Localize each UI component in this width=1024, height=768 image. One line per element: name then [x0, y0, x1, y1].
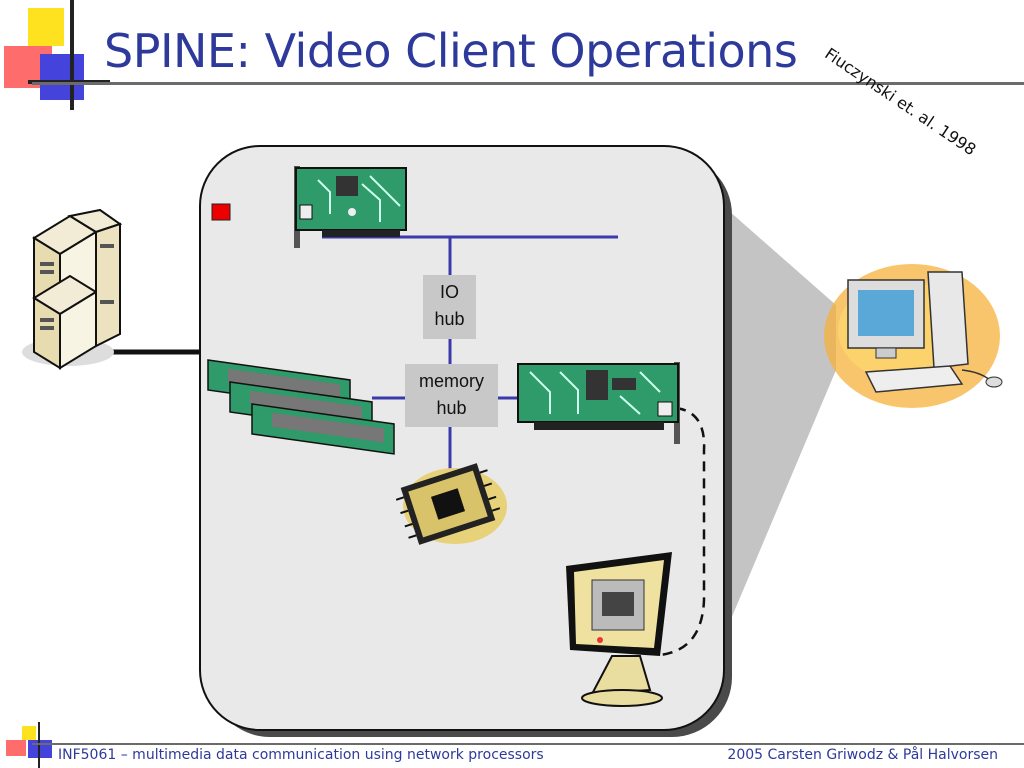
- footer-authors: 2005 Carsten Griwodz & Pål Halvorsen: [727, 747, 998, 763]
- desktop-computer-icon: [824, 264, 1003, 408]
- zoom-projection: [712, 196, 836, 664]
- footer-course: INF5061 – multimedia data communication …: [58, 747, 544, 763]
- memory-hub: memory hub: [405, 364, 498, 427]
- memory-hub-label-line-2: hub: [436, 398, 467, 418]
- io-hub-label-line-1: IO: [439, 282, 459, 302]
- video-monitor-icon: [566, 552, 672, 707]
- display-cable: [659, 406, 706, 657]
- slide-title: SPINE: Video Client Operations: [104, 24, 798, 78]
- cpu-chip-icon: [395, 463, 507, 545]
- title-rule: [32, 82, 1024, 85]
- corner-decoration-top: [4, 0, 110, 110]
- red-marker: [211, 203, 231, 221]
- footer-rule: [32, 743, 1024, 745]
- memory-hub-label-line-1: memory: [418, 371, 484, 391]
- io-hub: IO hub: [423, 275, 476, 339]
- network-card-icon: [517, 362, 680, 444]
- io-hub-label-line-2: hub: [434, 309, 465, 329]
- architecture-diagram: [22, 145, 1003, 737]
- memory-modules-icon: [207, 359, 395, 455]
- network-card-icon: [294, 166, 407, 248]
- server-rack-icon: [22, 208, 123, 370]
